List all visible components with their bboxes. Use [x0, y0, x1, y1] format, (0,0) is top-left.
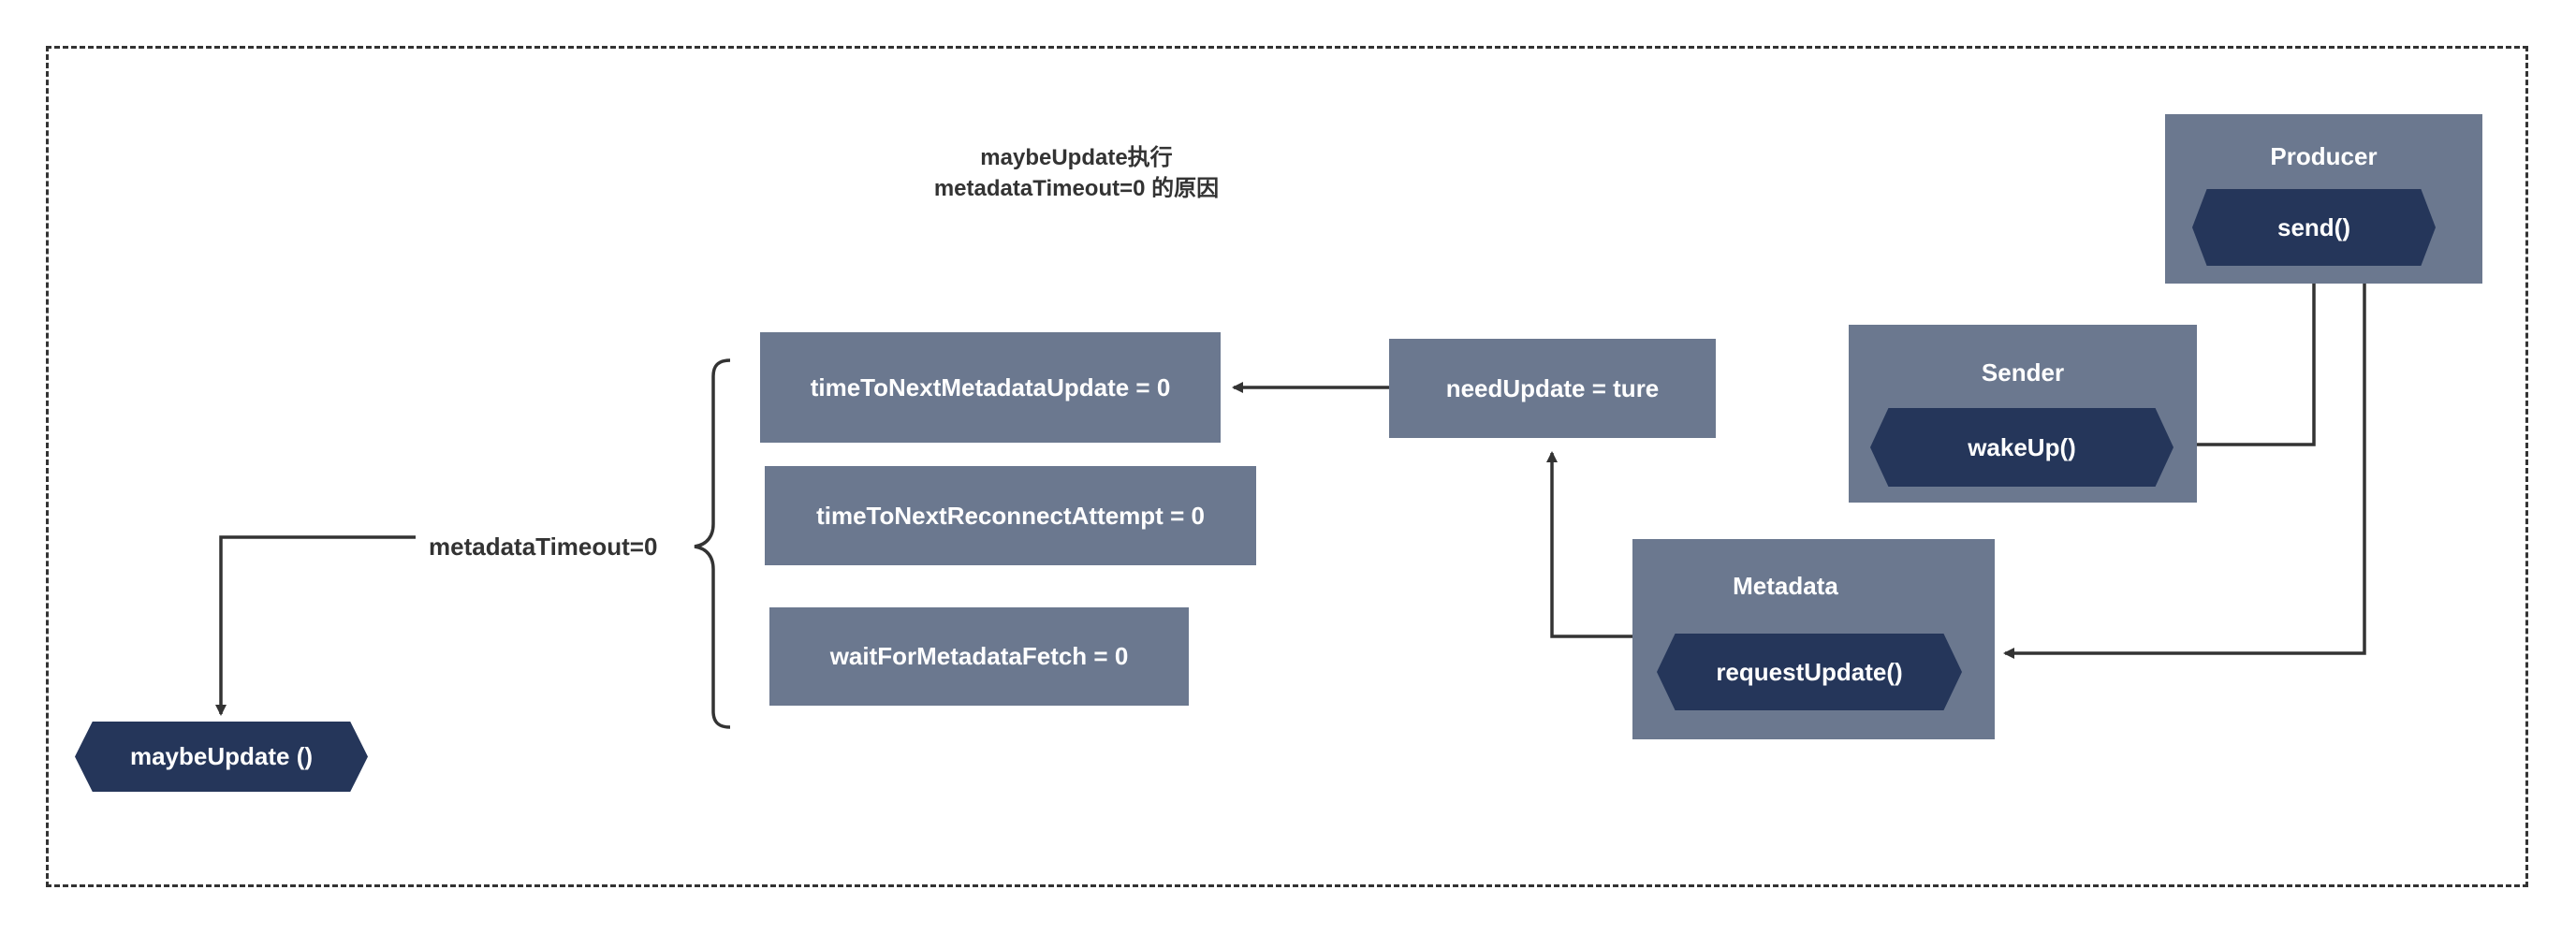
metadata-box: Metadata requestUpdate() [1632, 539, 1995, 739]
sender-label: Sender [1981, 358, 2065, 387]
arrow-producer-to-sender [2179, 262, 2316, 450]
arrow-producer-to-metadata [2003, 262, 2366, 659]
need-update-box: needUpdate = ture [1389, 339, 1716, 438]
arrow-metadata-to-needupdate [1546, 451, 1632, 638]
title-line-1: maybeUpdate执行 [980, 145, 1173, 170]
producer-box: Producer send() [2165, 114, 2482, 284]
curly-brace [694, 358, 731, 729]
metadata-label: Metadata [1733, 572, 1838, 600]
producer-label: Producer [2270, 142, 2378, 170]
sender-box: Sender wakeUp() [1849, 325, 2197, 503]
title-line-2: metadataTimeout=0 的原因 [933, 176, 1220, 201]
arrow-timeout-to-maybeupdate [215, 535, 416, 716]
metadata-timeout-label: metadataTimeout=0 [429, 533, 658, 561]
send-method: send() [2192, 189, 2436, 266]
condition-reconnect-attempt: timeToNextReconnectAttempt = 0 [765, 466, 1256, 565]
diagram-frame [46, 46, 2528, 887]
condition-metadata-update: timeToNextMetadataUpdate = 0 [760, 332, 1221, 443]
diagram-title: maybeUpdate执行 metadataTimeout=0 的原因 [824, 142, 1329, 204]
requestupdate-method: requestUpdate() [1657, 634, 1962, 710]
maybe-update-node: maybeUpdate () [75, 722, 368, 792]
wakeup-method: wakeUp() [1870, 408, 2174, 487]
condition-metadata-fetch: waitForMetadataFetch = 0 [769, 607, 1189, 706]
